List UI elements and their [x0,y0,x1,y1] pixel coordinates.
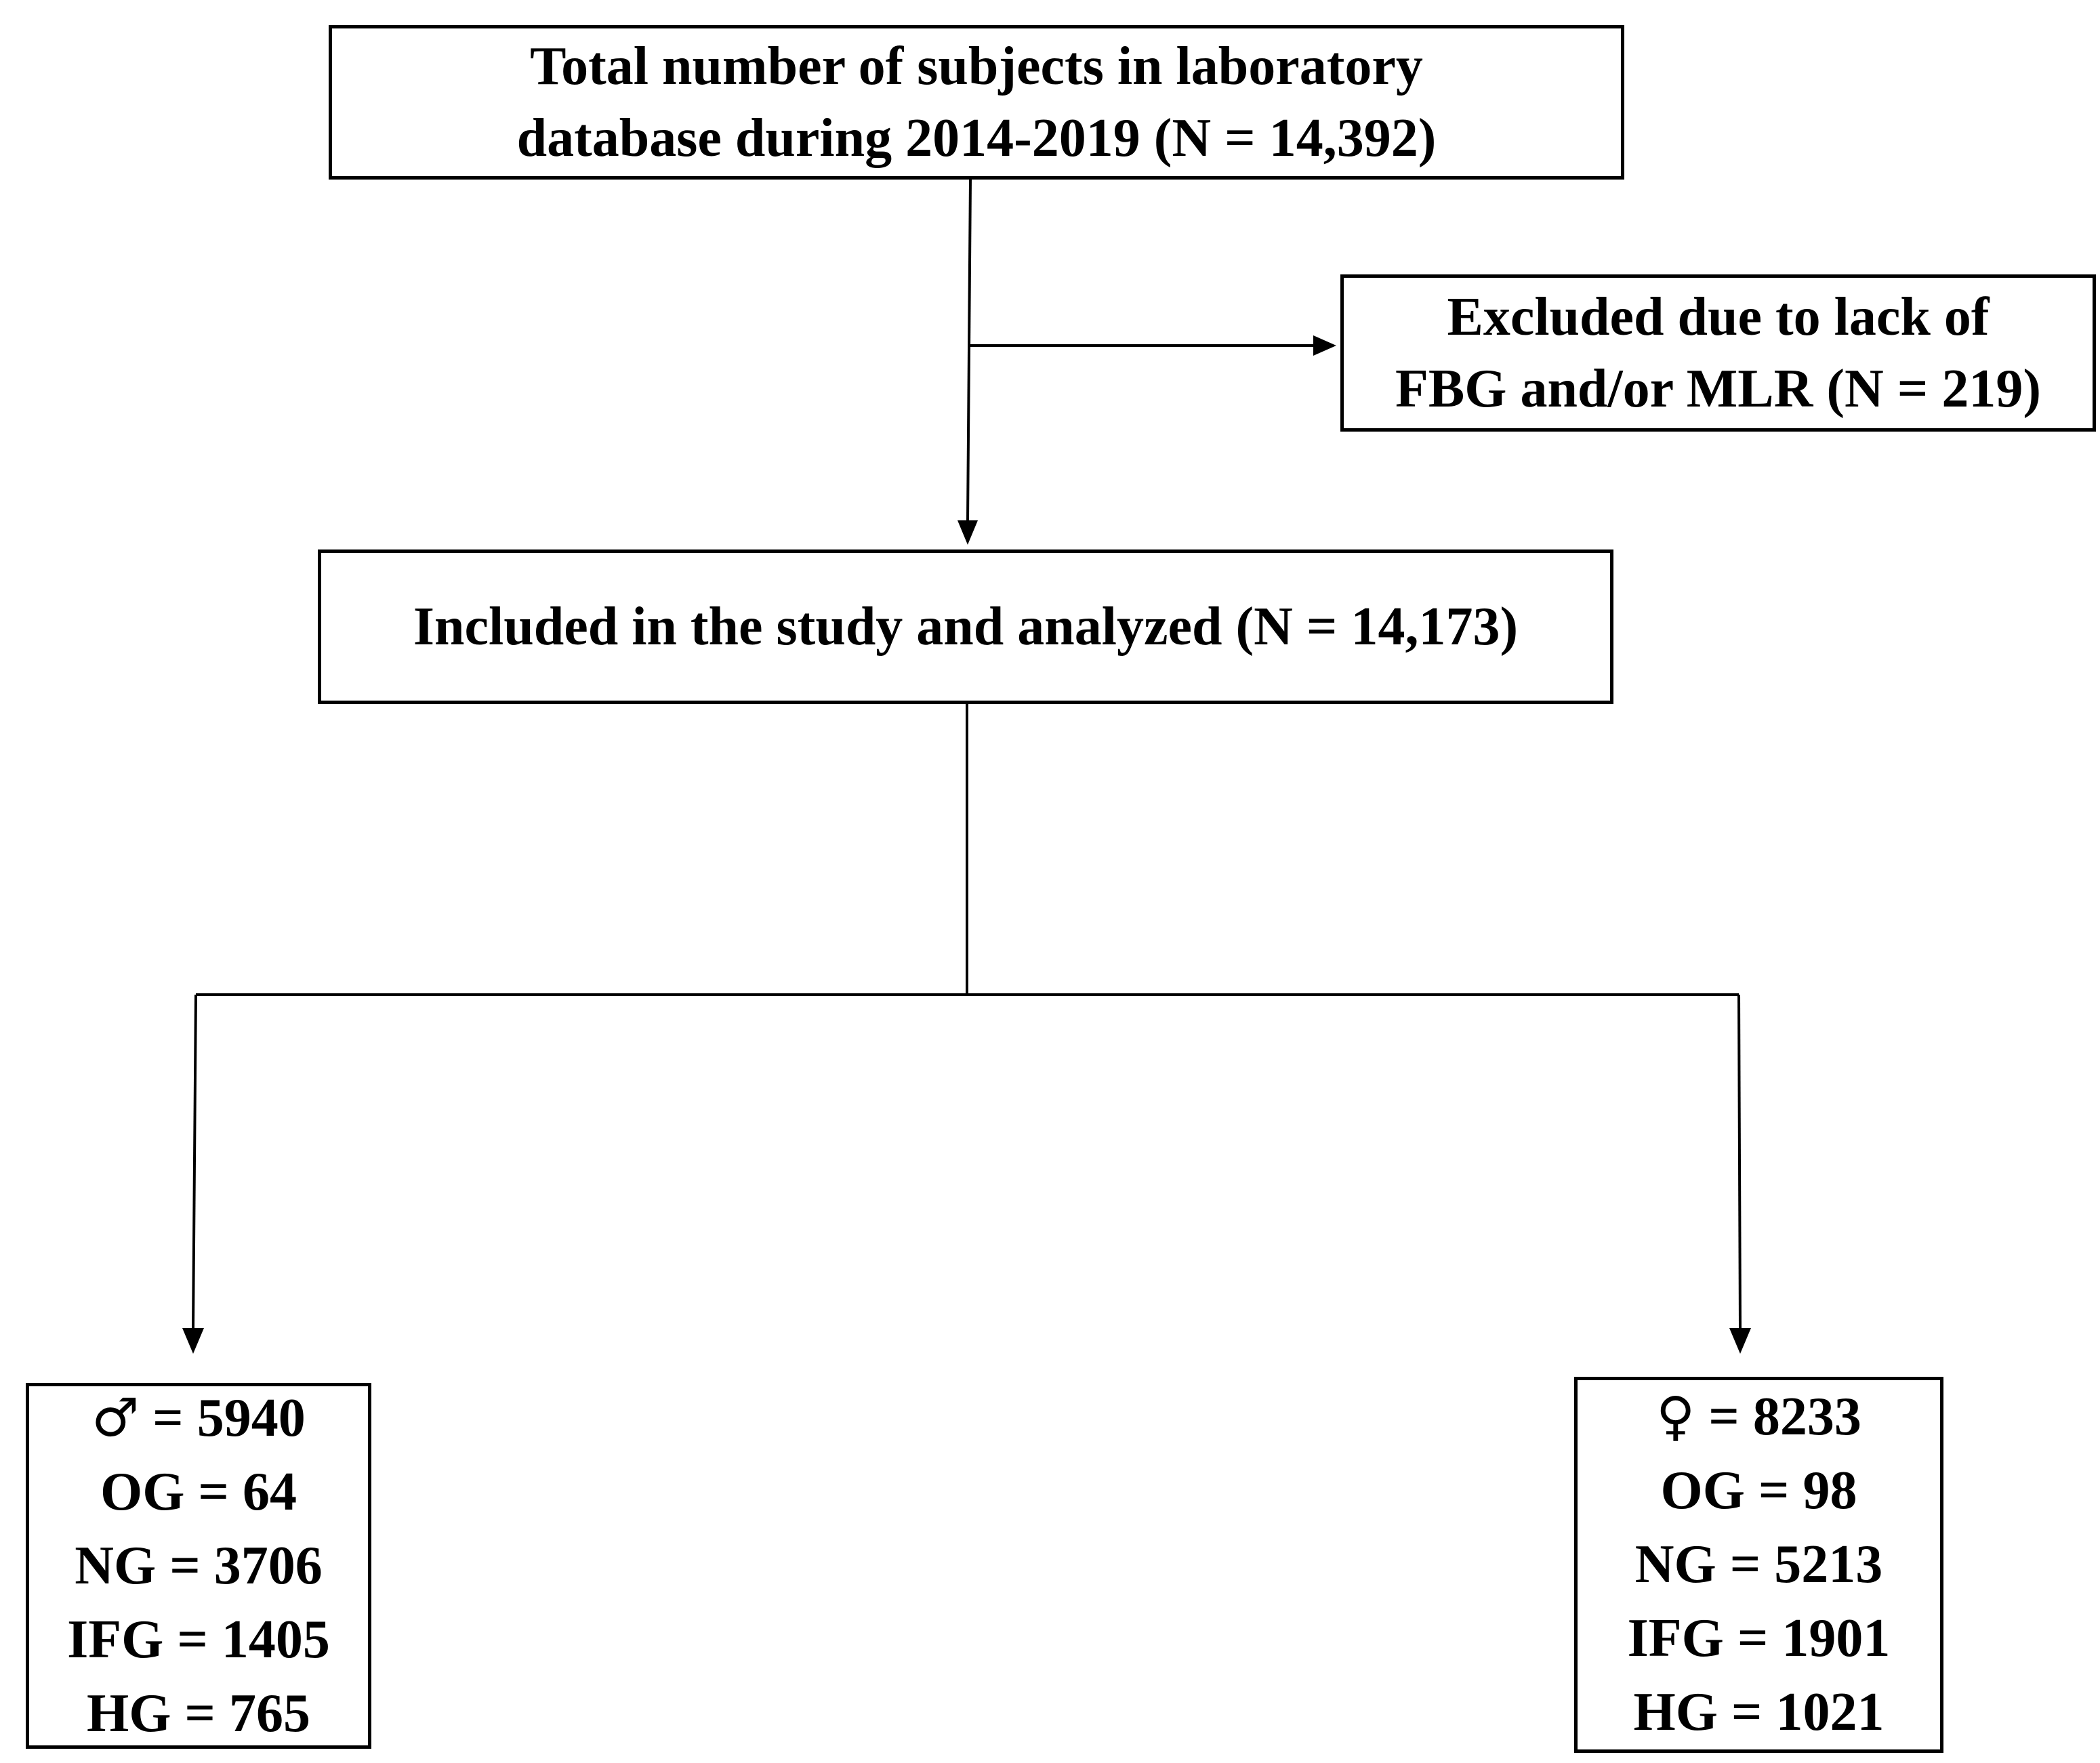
female-group-box: ♀ = 8233 OG = 98 NG = 5213 IFG = 1901 HG… [1574,1377,1943,1753]
connector-to-female [1737,994,1742,1329]
excluded-line-1: Excluded due to lack of [1447,287,1990,347]
male-ng-row: NG = 3706 [75,1535,323,1596]
arrowhead-female [1729,1328,1751,1354]
male-total-row: ♂ = 5940 [91,1382,306,1455]
male-hg-row: HG = 765 [86,1683,311,1743]
female-ng-row: NG = 5213 [1634,1535,1883,1594]
female-hg-row: HG = 1021 [1633,1682,1885,1742]
total-subjects-line-1: Total number of subjects in laboratory [530,37,1423,96]
total-subjects-box: Total number of subjects in laboratory d… [329,25,1624,180]
male-symbol-icon: ♂ [91,1387,140,1449]
included-line-1: Included in the study and analyzed (N = … [413,597,1519,657]
excluded-line-2: FBG and/or MLR (N = 219) [1395,359,2041,419]
total-subjects-line-2: database during 2014-2019 (N = 14,392) [516,108,1437,168]
arrowhead-excluded [1313,335,1336,356]
male-ifg-row: IFG = 1405 [67,1609,330,1669]
arrowhead-included [958,520,978,545]
female-total-row: ♀ = 8233 [1656,1380,1861,1454]
female-og-row: OG = 98 [1660,1461,1857,1520]
excluded-box: Excluded due to lack of FBG and/or MLR (… [1340,274,2096,432]
connector-total-to-included [966,179,972,522]
male-total-value: = 5940 [139,1388,306,1448]
arrowhead-male [182,1328,204,1354]
included-box: Included in the study and analyzed (N = … [318,549,1613,704]
male-og-row: OG = 64 [100,1461,297,1522]
female-symbol-icon: ♀ [1656,1386,1695,1447]
connector-to-male [192,994,197,1329]
male-group-box: ♂ = 5940 OG = 64 NG = 3706 IFG = 1405 HG… [26,1383,371,1749]
female-ifg-row: IFG = 1901 [1627,1609,1891,1668]
female-total-value: = 8233 [1695,1387,1861,1447]
